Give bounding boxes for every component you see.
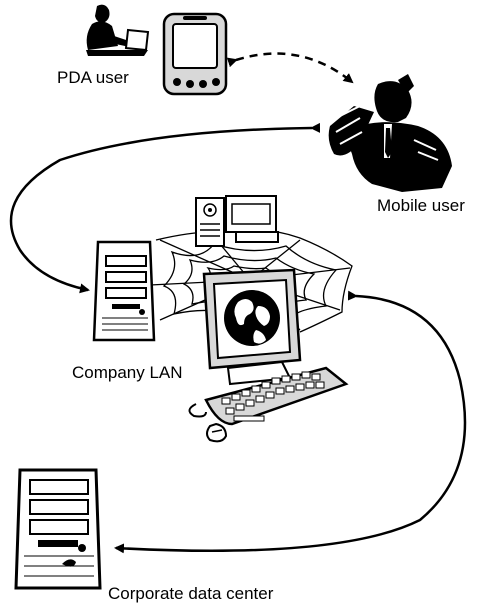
data-center-server-icon xyxy=(14,468,102,590)
mobile-user-label: Mobile user xyxy=(377,196,465,215)
pda-mobile-dashed-link xyxy=(226,52,354,84)
mobile-lan-link xyxy=(9,122,321,294)
mobile-user-person-icon xyxy=(328,74,452,192)
lan-desktop-computer-icon xyxy=(195,195,279,247)
lan-datacenter-link xyxy=(114,290,467,554)
pda-user-person-icon xyxy=(86,4,150,56)
company-lan-label: Company LAN xyxy=(72,363,183,382)
lan-tower-server-icon xyxy=(92,240,156,342)
pda-user-label: PDA user xyxy=(57,68,129,87)
lan-monitor-globe-icon xyxy=(202,268,302,386)
corporate-data-center-label: Corporate data center xyxy=(108,584,274,603)
pda-device-icon xyxy=(162,12,228,96)
